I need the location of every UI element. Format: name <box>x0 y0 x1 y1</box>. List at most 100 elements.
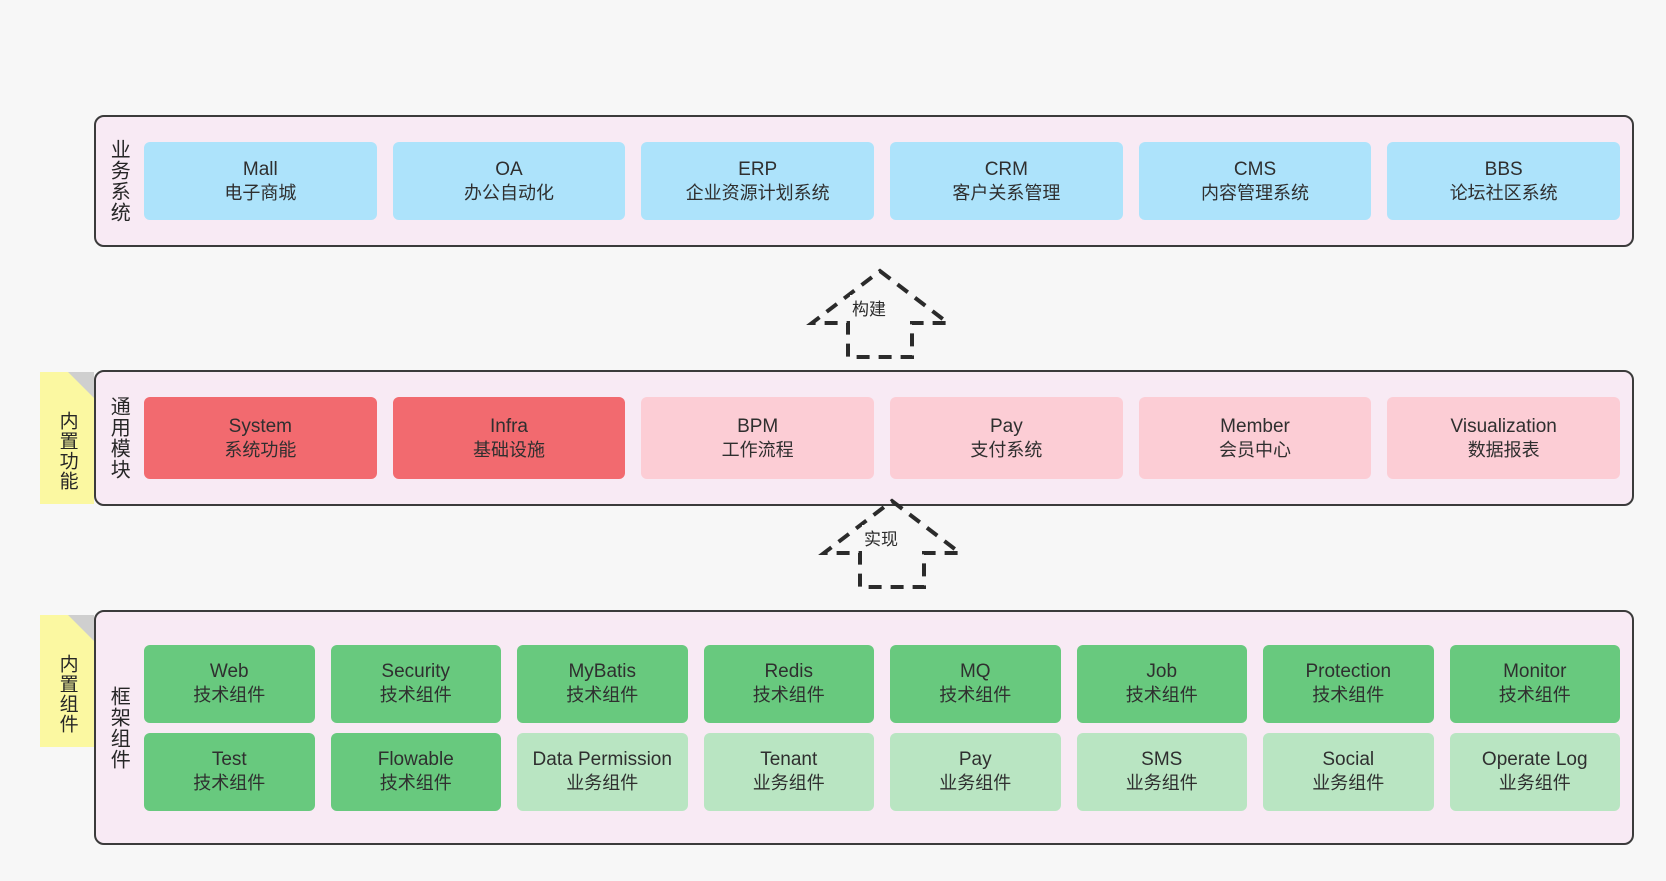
card-pay[interactable]: Pay 支付系统 <box>890 397 1123 479</box>
card-subtitle: 技术组件 <box>193 773 266 794</box>
generalization-arrow-icon <box>818 498 966 589</box>
connector-build-label: 构建 <box>850 295 888 320</box>
card-subtitle: 技术组件 <box>379 773 452 794</box>
card-title: MQ <box>959 661 991 683</box>
card-protection[interactable]: Protection 技术组件 <box>1263 644 1434 723</box>
card-subtitle: 技术组件 <box>752 685 825 706</box>
card-erp[interactable]: ERP 企业资源计划系统 <box>641 142 875 220</box>
card-title: CRM <box>984 158 1028 180</box>
card-subtitle: 技术组件 <box>379 685 452 706</box>
card-flowable[interactable]: Flowable 技术组件 <box>330 732 501 811</box>
card-title: Flowable <box>377 749 454 771</box>
card-subtitle: 电子商城 <box>224 182 297 203</box>
card-mybatis[interactable]: MyBatis 技术组件 <box>517 644 688 723</box>
card-subtitle: 业务组件 <box>566 773 639 794</box>
card-social[interactable]: Social 业务组件 <box>1263 732 1434 811</box>
card-subtitle: 系统功能 <box>224 439 297 460</box>
card-subtitle: 业务组件 <box>752 773 825 794</box>
connector-implement-label: 实现 <box>862 525 900 550</box>
card-bbs[interactable]: BBS 论坛社区系统 <box>1387 142 1621 220</box>
card-title: Data Permission <box>532 749 672 771</box>
card-title: Visualization <box>1450 415 1557 437</box>
layer-framework-component: 框架组件 Web 技术组件 Security 技术组件 MyBatis 技术组件… <box>94 610 1634 845</box>
card-web[interactable]: Web 技术组件 <box>144 644 315 723</box>
card-job[interactable]: Job 技术组件 <box>1076 644 1247 723</box>
card-subtitle: 业务组件 <box>1125 773 1198 794</box>
card-subtitle: 技术组件 <box>1312 685 1385 706</box>
card-subtitle: 数据报表 <box>1467 439 1540 460</box>
framework-row-business: Test 技术组件 Flowable 技术组件 Data Permission … <box>144 732 1620 811</box>
card-oa[interactable]: OA 办公自动化 <box>392 142 626 220</box>
card-title: BBS <box>1484 158 1523 180</box>
card-subtitle: 内容管理系统 <box>1201 182 1310 203</box>
card-title: Monitor <box>1503 661 1567 683</box>
layer-title-business-system: 业务系统 <box>107 139 130 223</box>
layer-body-framework-component: Web 技术组件 Security 技术组件 MyBatis 技术组件 Redi… <box>140 612 1632 843</box>
layer-body-business-system: Mall 电子商城 OA 办公自动化 ERP 企业资源计划系统 CRM 客户关系… <box>140 117 1632 245</box>
card-title: Infra <box>489 415 529 437</box>
card-title: Pay <box>958 749 992 771</box>
card-mq[interactable]: MQ 技术组件 <box>890 644 1061 723</box>
card-title: Job <box>1146 661 1178 683</box>
card-subtitle: 办公自动化 <box>464 182 554 203</box>
card-subtitle: 技术组件 <box>193 685 266 706</box>
card-subtitle: 业务组件 <box>1498 773 1571 794</box>
card-title: Member <box>1220 415 1290 437</box>
card-subtitle: 论坛社区系统 <box>1449 182 1558 203</box>
card-title: Security <box>381 661 451 683</box>
card-subtitle: 技术组件 <box>566 685 639 706</box>
card-redis[interactable]: Redis 技术组件 <box>703 644 874 723</box>
card-bpm[interactable]: BPM 工作流程 <box>641 397 875 479</box>
generalization-arrow-icon <box>806 268 954 359</box>
card-security[interactable]: Security 技术组件 <box>330 644 501 723</box>
note-builtin-features: 内置功能 <box>40 372 94 504</box>
card-visualization[interactable]: Visualization 数据报表 <box>1387 397 1621 479</box>
card-title: Redis <box>764 661 814 683</box>
card-title: Social <box>1322 749 1375 771</box>
card-data-permission[interactable]: Data Permission 业务组件 <box>517 732 688 811</box>
card-pay-component[interactable]: Pay 业务组件 <box>890 732 1061 811</box>
card-crm[interactable]: CRM 客户关系管理 <box>890 142 1123 220</box>
folded-corner-icon <box>68 615 94 641</box>
connector-build: 构建 <box>800 265 960 360</box>
card-subtitle: 客户关系管理 <box>952 182 1061 203</box>
card-title: Pay <box>989 415 1023 437</box>
note-label: 内置组件 <box>56 654 78 734</box>
layer-business-system: 业务系统 Mall 电子商城 OA 办公自动化 ERP 企业资源计划系统 CRM… <box>94 115 1634 247</box>
connector-implement: 实现 <box>812 495 972 590</box>
card-subtitle: 技术组件 <box>939 685 1012 706</box>
note-label: 内置功能 <box>56 411 78 491</box>
folded-corner-icon <box>68 372 94 398</box>
card-cms[interactable]: CMS 内容管理系统 <box>1138 142 1372 220</box>
card-subtitle: 工作流程 <box>721 439 794 460</box>
note-builtin-components: 内置组件 <box>40 615 94 747</box>
card-subtitle: 技术组件 <box>1498 685 1571 706</box>
card-subtitle: 会员中心 <box>1219 439 1292 460</box>
layer-body-common-module: System 系统功能 Infra 基础设施 BPM 工作流程 Pay 支付系统… <box>140 372 1632 504</box>
card-operate-log[interactable]: Operate Log 业务组件 <box>1449 732 1620 811</box>
card-infra[interactable]: Infra 基础设施 <box>392 397 626 479</box>
card-test[interactable]: Test 技术组件 <box>144 732 315 811</box>
card-title: ERP <box>738 158 778 180</box>
card-title: MyBatis <box>568 661 637 683</box>
card-title: Web <box>209 661 249 683</box>
card-title: OA <box>495 158 523 180</box>
card-tenant[interactable]: Tenant 业务组件 <box>703 732 874 811</box>
card-title: Protection <box>1305 661 1392 683</box>
card-subtitle: 基础设施 <box>473 439 545 460</box>
card-title: SMS <box>1141 749 1183 771</box>
card-title: BPM <box>737 415 779 437</box>
layer-title-framework-component: 框架组件 <box>107 685 130 770</box>
card-sms[interactable]: SMS 业务组件 <box>1076 732 1247 811</box>
card-subtitle: 支付系统 <box>970 439 1043 460</box>
card-mall[interactable]: Mall 电子商城 <box>144 142 377 220</box>
card-member[interactable]: Member 会员中心 <box>1138 397 1372 479</box>
framework-row-technical: Web 技术组件 Security 技术组件 MyBatis 技术组件 Redi… <box>144 644 1620 723</box>
card-monitor[interactable]: Monitor 技术组件 <box>1449 644 1620 723</box>
card-subtitle: 技术组件 <box>1125 685 1198 706</box>
layer-title-common-module: 通用模块 <box>107 396 130 480</box>
card-subtitle: 企业资源计划系统 <box>685 182 830 203</box>
card-system[interactable]: System 系统功能 <box>144 397 377 479</box>
card-subtitle: 业务组件 <box>939 773 1012 794</box>
